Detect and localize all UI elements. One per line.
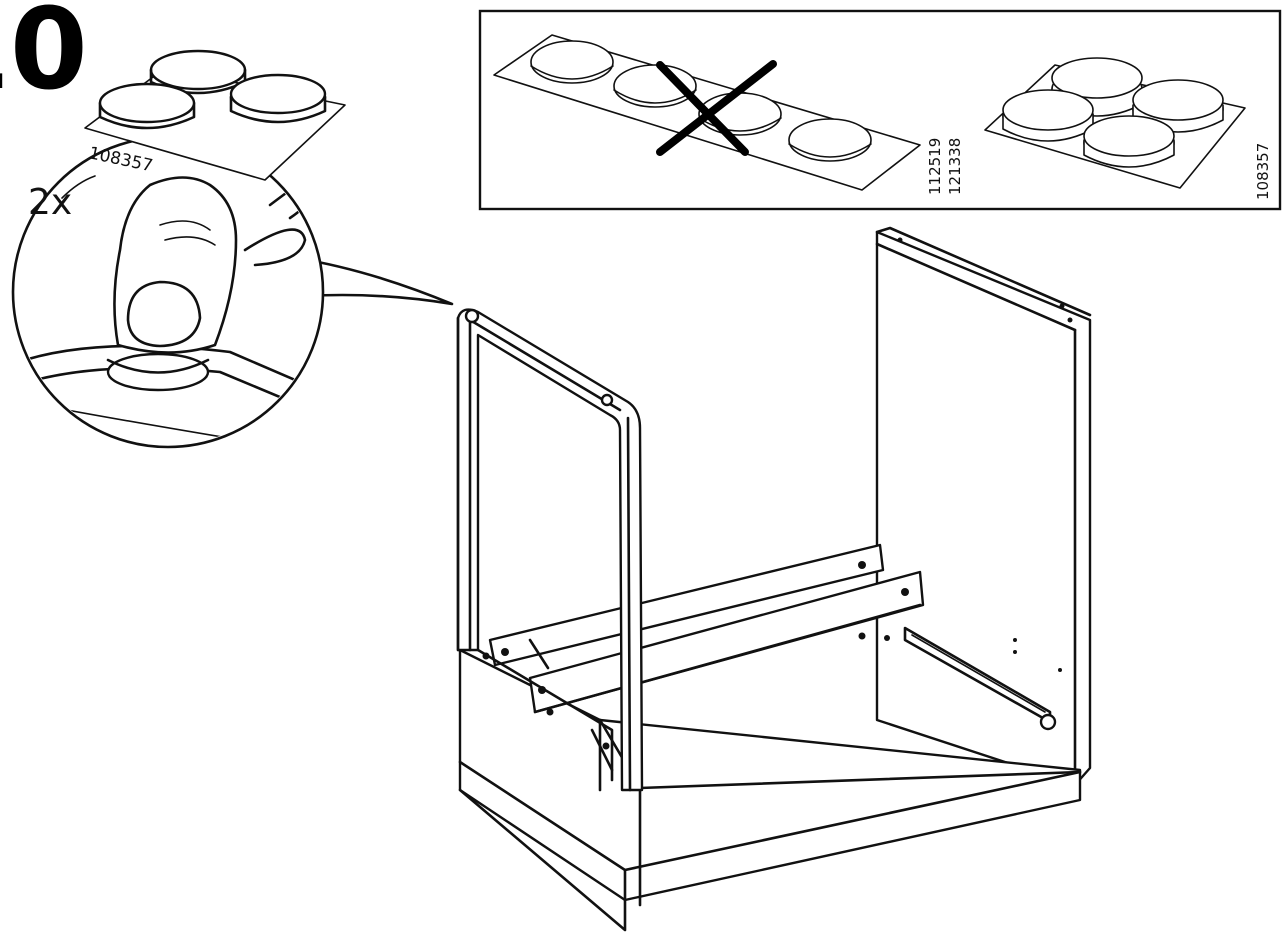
cabinet-frame xyxy=(456,226,1092,932)
right-side-panel xyxy=(875,226,1092,787)
step-number: 10 xyxy=(0,0,88,115)
detail-callout: 108357 2x xyxy=(11,49,454,449)
correct-pad-sheet xyxy=(984,57,1246,189)
callout-pad-sheet xyxy=(84,49,346,181)
front-frame xyxy=(456,308,644,792)
wrong-part-number-2: 121338 xyxy=(946,138,964,195)
back-rail-upper xyxy=(488,543,885,670)
wrong-part-number-1: 112519 xyxy=(926,138,944,195)
comparison-box: 112519 121338 xyxy=(478,9,1282,211)
cross-mark-icon xyxy=(656,60,777,156)
comparison-box-frame xyxy=(478,9,1282,211)
correct-part-number: 108357 xyxy=(1254,143,1272,200)
callout-quantity: 2x xyxy=(28,182,72,223)
callout-pointer xyxy=(294,256,454,306)
